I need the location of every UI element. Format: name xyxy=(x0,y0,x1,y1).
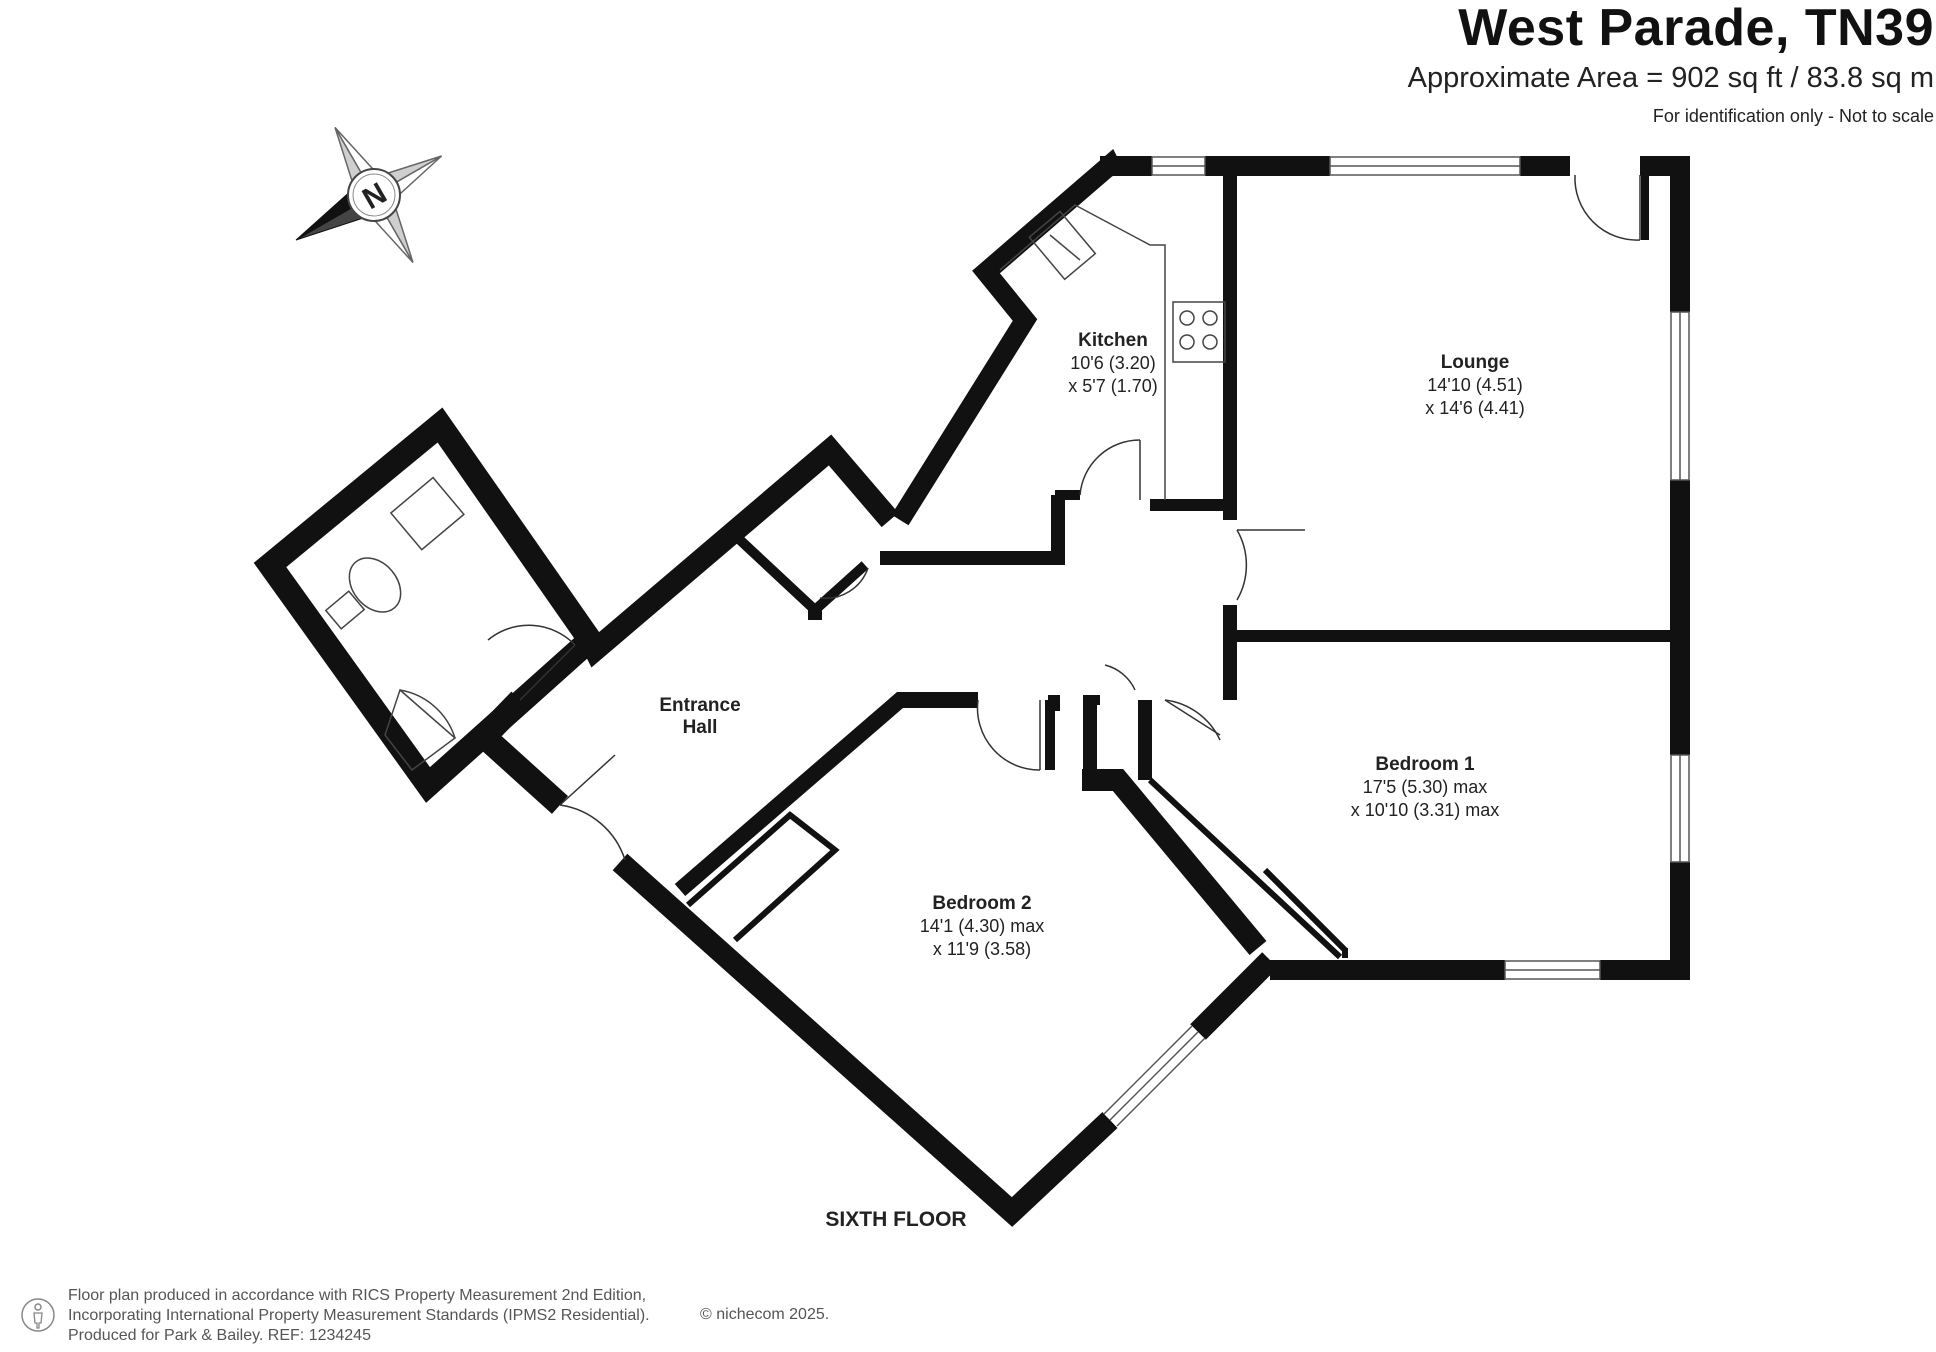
bedroom1-dim2: x 10'10 (3.31) max xyxy=(1351,800,1500,820)
kitchen-dim1: 10'6 (3.20) xyxy=(1070,353,1156,373)
room-labels: Kitchen 10'6 (3.20) x 5'7 (1.70) Lounge … xyxy=(659,330,1524,1231)
bathroom-fittings xyxy=(324,476,465,772)
windows xyxy=(1151,156,1690,980)
property-title: West Parade, TN39 xyxy=(1458,0,1934,57)
bedroom1-dim1: 17'5 (5.30) max xyxy=(1363,777,1488,797)
kitchen-dim2: x 5'7 (1.70) xyxy=(1068,376,1157,396)
lounge-dim1: 14'10 (4.51) xyxy=(1427,375,1523,395)
footer: Floor plan produced in accordance with R… xyxy=(20,1284,920,1348)
footer-text: Floor plan produced in accordance with R… xyxy=(68,1286,650,1346)
kitchen-fittings xyxy=(999,204,1226,500)
bedroom2-dim2: x 11'9 (3.58) xyxy=(933,939,1031,959)
lounge-dim2: x 14'6 (4.41) xyxy=(1425,398,1525,418)
person-icon xyxy=(21,1298,55,1332)
kitchen-name: Kitchen xyxy=(1078,330,1148,351)
bedroom2-dim1: 14'1 (4.30) max xyxy=(920,916,1045,936)
footer-line-1: Floor plan produced in accordance with R… xyxy=(68,1287,647,1304)
window-bedroom2 xyxy=(1102,1024,1206,1128)
entrance-name2: Hall xyxy=(683,717,718,738)
compass-rose-icon: N xyxy=(295,126,443,264)
approximate-area: Approximate Area = 902 sq ft / 83.8 sq m xyxy=(1407,62,1934,94)
footer-line-3: Produced for Park & Bailey. REF: 1234245 xyxy=(68,1327,371,1344)
copyright: © nichecom 2025. xyxy=(700,1306,830,1323)
bedroom1-name: Bedroom 1 xyxy=(1375,754,1475,775)
lounge-name: Lounge xyxy=(1441,352,1510,373)
floor-label: SIXTH FLOOR xyxy=(825,1208,966,1231)
doors xyxy=(487,174,1641,861)
bedroom2-name: Bedroom 2 xyxy=(932,893,1031,914)
entrance-name1: Entrance xyxy=(659,695,740,716)
identification-note: For identification only - Not to scale xyxy=(1652,106,1934,126)
footer-line-2: Incorporating International Property Mea… xyxy=(68,1307,650,1324)
walls xyxy=(253,149,1690,1227)
